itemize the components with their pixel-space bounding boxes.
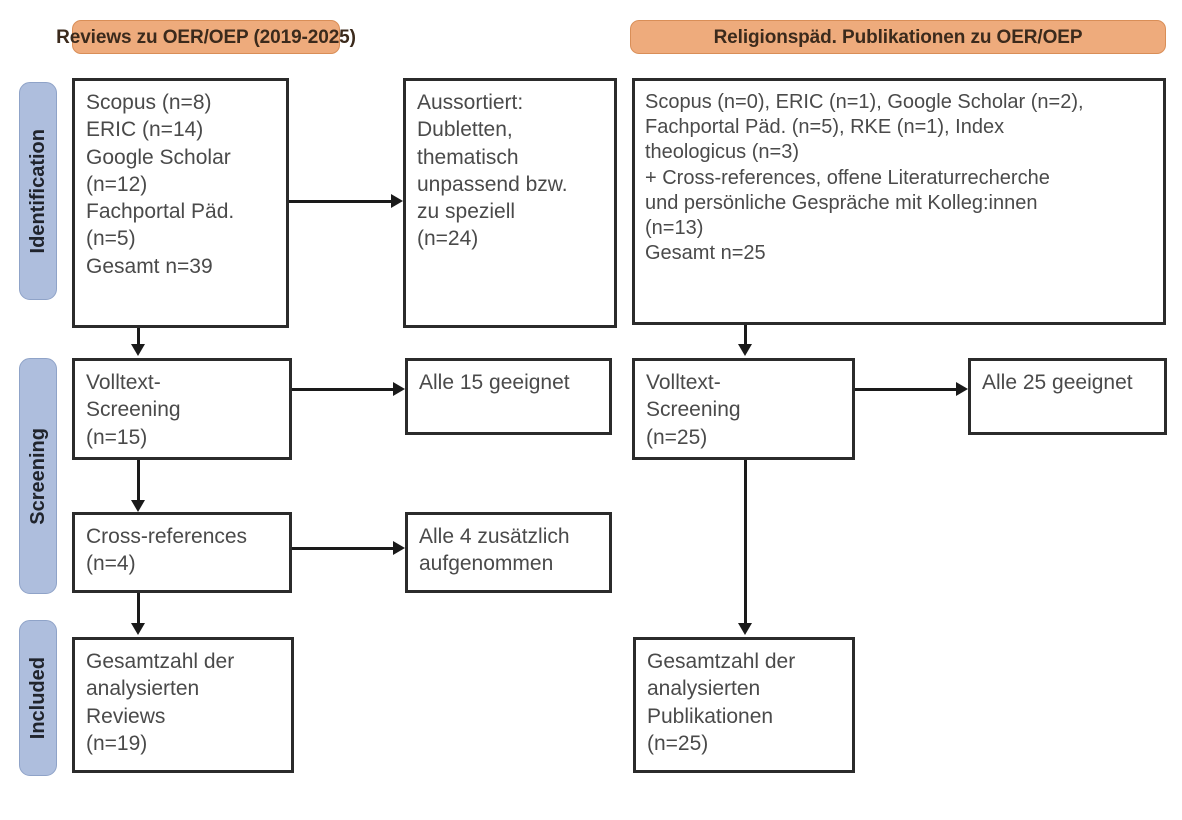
box-left-included: Gesamtzahl der analysierten Reviews (n=1… (72, 637, 294, 773)
connector-left-crossrefs-to-result (292, 547, 395, 550)
arrowhead-left-fulltext-to-result (393, 382, 405, 396)
column-header-left-label: Reviews zu OER/OEP (2019-2025) (56, 26, 356, 48)
arrowhead-left-sources-to-excluded (391, 194, 403, 208)
box-left-fulltext-screening: Volltext- Screening (n=15) (72, 358, 292, 460)
stage-label-included: Included (19, 620, 57, 776)
connector-left-fulltext-to-result (292, 388, 395, 391)
connector-right-fulltext-to-included (744, 460, 747, 625)
box-left-excluded: Aussortiert: Dubletten, thematisch unpas… (403, 78, 617, 328)
column-header-left: Reviews zu OER/OEP (2019-2025) (56, 20, 356, 54)
arrowhead-left-sources-to-fulltext (131, 344, 145, 356)
box-left-crossreferences-result: Alle 4 zusätzlich aufgenommen (405, 512, 612, 593)
connector-right-sources-to-fulltext (744, 325, 747, 346)
connector-right-fulltext-to-result (855, 388, 959, 391)
connector-left-fulltext-to-crossrefs (137, 460, 140, 502)
connector-left-sources-to-excluded (289, 200, 393, 203)
column-header-right: Religionspäd. Publikationen zu OER/OEP (630, 20, 1166, 54)
arrowhead-right-fulltext-to-result (956, 382, 968, 396)
arrowhead-right-fulltext-to-included (738, 623, 752, 635)
column-header-right-label: Religionspäd. Publikationen zu OER/OEP (713, 26, 1083, 48)
stage-label-identification: Identification (19, 82, 57, 300)
box-right-fulltext-screening: Volltext- Screening (n=25) (632, 358, 855, 460)
connector-left-sources-to-fulltext (137, 328, 140, 346)
box-left-crossreferences: Cross-references (n=4) (72, 512, 292, 593)
stage-label-screening-text: Screening (26, 427, 49, 525)
box-right-included: Gesamtzahl der analysierten Publikatione… (633, 637, 855, 773)
stage-label-identification-text: Identification (26, 128, 49, 254)
arrowhead-left-fulltext-to-crossrefs (131, 500, 145, 512)
arrowhead-left-crossrefs-to-included (131, 623, 145, 635)
box-left-fulltext-result: Alle 15 geeignet (405, 358, 612, 435)
arrowhead-right-sources-to-fulltext (738, 344, 752, 356)
connector-left-crossrefs-to-included (137, 593, 140, 625)
box-right-fulltext-result: Alle 25 geeignet (968, 358, 1167, 435)
box-right-sources: Scopus (n=0), ERIC (n=1), Google Scholar… (632, 78, 1166, 325)
stage-label-included-text: Included (26, 656, 49, 740)
arrowhead-left-crossrefs-to-result (393, 541, 405, 555)
box-left-sources: Scopus (n=8) ERIC (n=14) Google Scholar … (72, 78, 289, 328)
stage-label-screening: Screening (19, 358, 57, 594)
